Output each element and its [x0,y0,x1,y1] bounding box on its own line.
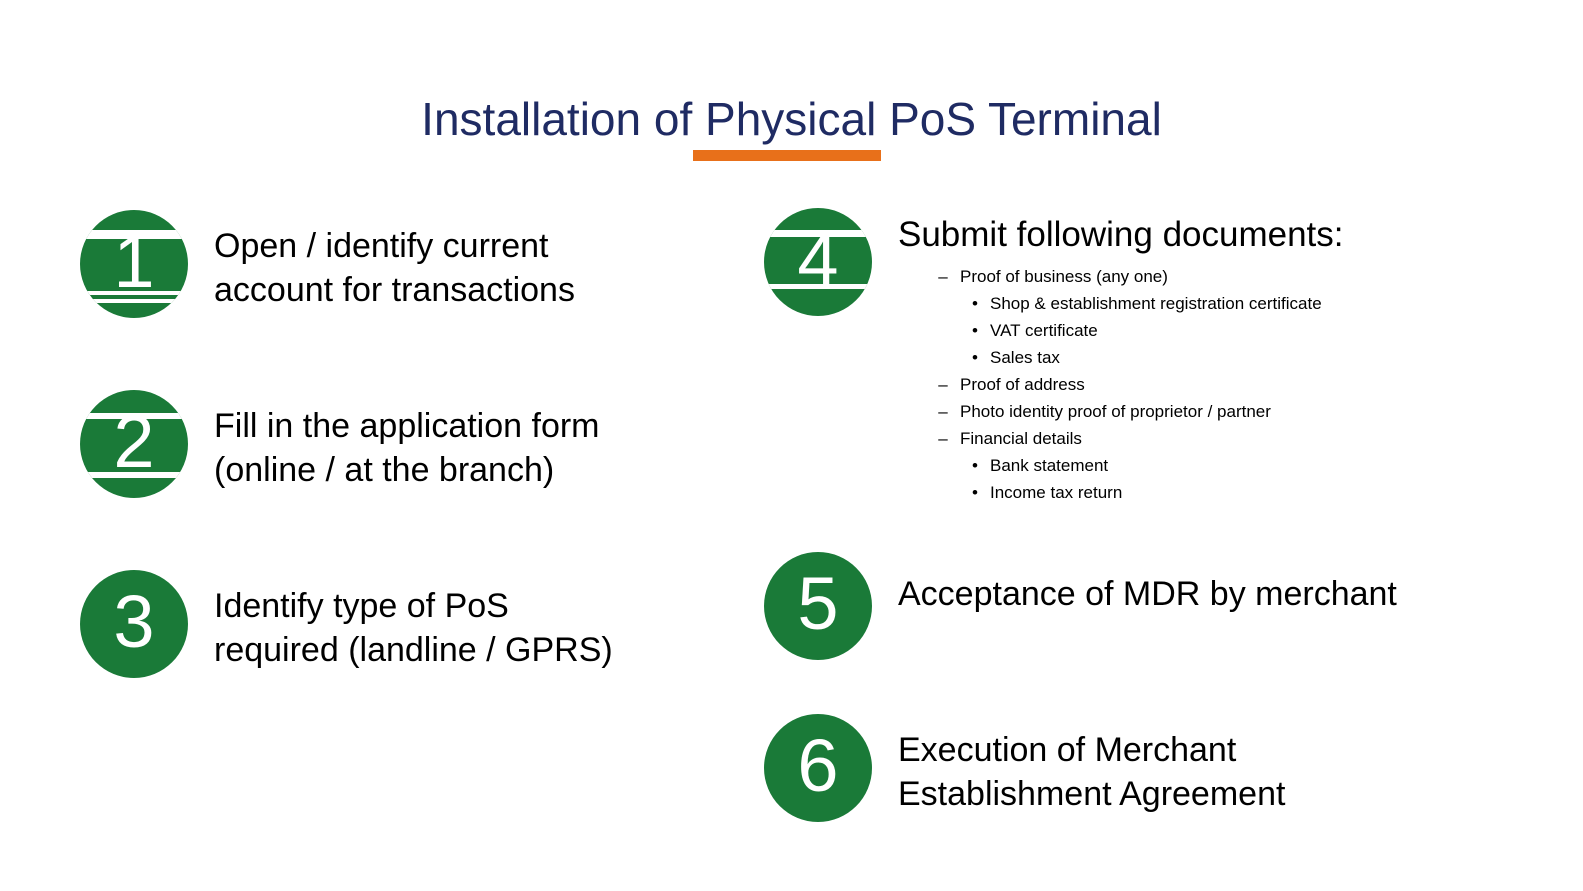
step-item-3: 3 Identify type of PoS required (landlin… [80,570,700,678]
document-label: Financial details [960,429,1082,448]
step-badge-6: 6 [764,714,872,822]
document-row: • Sales tax [898,344,1344,371]
document-label: Shop & establishment registration certif… [990,294,1322,313]
document-label: Photo identity proof of proprietor / par… [960,402,1271,421]
dash-bullet-icon: – [938,375,948,394]
document-label: Sales tax [990,348,1060,367]
document-row: • Income tax return [898,479,1344,506]
dot-bullet-icon: • [972,348,978,367]
step-label-2: Fill in the application form (online / a… [214,407,600,489]
dot-bullet-icon: • [972,321,978,340]
document-label: Proof of address [960,375,1085,394]
title-accent-rule [693,150,881,161]
dash-bullet-icon: – [938,429,948,448]
badge-band-bottom [764,284,872,289]
badge-band-top [80,413,188,419]
document-row: – Proof of address [898,371,1344,398]
document-label: VAT certificate [990,321,1098,340]
document-row: • Shop & establishment registration cert… [898,290,1344,317]
badge-band-top [764,230,872,237]
document-list: – Proof of business (any one) • Shop & e… [898,263,1344,506]
dot-bullet-icon: • [972,456,978,475]
step-item-1: 1 Open / identify current account for tr… [80,210,700,318]
step-4-content: Submit following documents: – Proof of b… [898,212,1344,506]
step-badge-1: 1 [80,210,188,318]
document-label: Bank statement [990,456,1109,475]
document-row: • VAT certificate [898,317,1344,344]
dash-bullet-icon: – [938,402,948,421]
step-label-3: Identify type of PoS required (landline … [214,587,613,669]
document-label: Proof of business (any one) [960,267,1168,286]
dot-bullet-icon: • [972,483,978,502]
badge-band-mid [80,291,188,295]
step-label-4: Submit following documents: [898,215,1344,254]
step-number-3: 3 [113,580,155,663]
step-badge-3: 3 [80,570,188,678]
document-label: Income tax return [990,483,1123,502]
badge-band-bottom [80,299,188,303]
step-badge-5: 5 [764,552,872,660]
document-row: – Proof of business (any one) [898,263,1344,290]
step-item-2: 2 Fill in the application form (online /… [80,390,700,498]
step-label-6: Execution of Merchant Establishment Agre… [898,731,1286,813]
dot-bullet-icon: • [972,294,978,313]
step-item-5: 5 Acceptance of MDR by merchant [764,552,1554,660]
step-label-5: Acceptance of MDR by merchant [898,575,1397,613]
step-badge-4: 4 [764,208,872,316]
document-row: – Photo identity proof of proprietor / p… [898,398,1344,425]
badge-band-top [80,230,188,239]
step-number-6: 6 [797,724,839,807]
dash-bullet-icon: – [938,267,948,286]
page-title: Installation of Physical PoS Terminal [421,93,1162,145]
document-row: • Bank statement [898,452,1344,479]
document-row: – Financial details [898,425,1344,452]
step-number-5: 5 [797,562,839,645]
step-badge-2: 2 [80,390,188,498]
step-item-6: 6 Execution of Merchant Establishment Ag… [764,714,1554,822]
step-item-4: 4 Submit following documents: – Proof of… [764,208,1554,506]
badge-band-bottom [80,472,188,478]
step-label-1: Open / identify current account for tran… [214,227,575,309]
title-block: Installation of Physical PoS Terminal [0,92,1583,146]
